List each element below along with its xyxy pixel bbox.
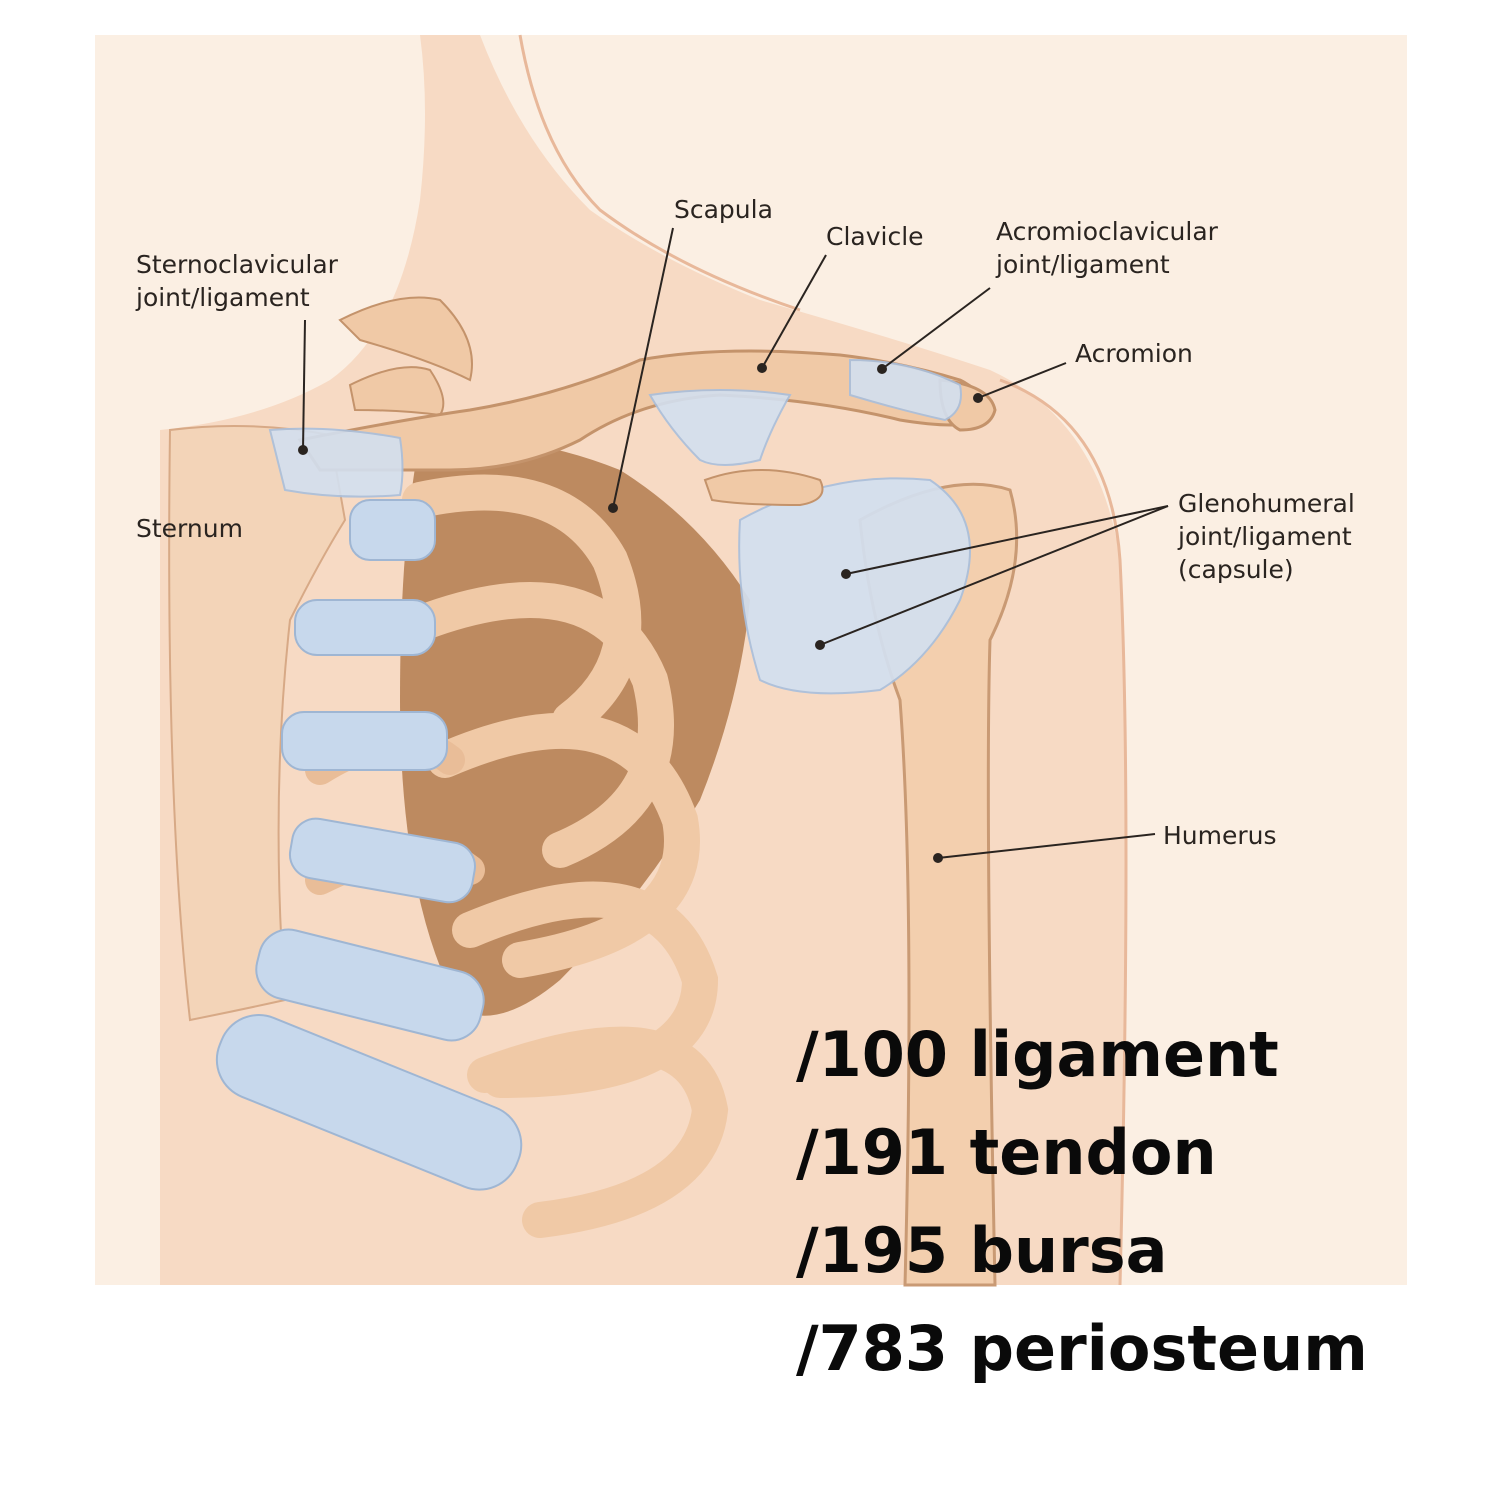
- glenohumeral-capsule: [738, 477, 971, 695]
- code-tendon: /191 tendon: [796, 1116, 1217, 1189]
- label-acromion: Acromion: [1075, 339, 1193, 368]
- arm-outline: [999, 378, 1128, 1286]
- label-glenohumeral-line-1: Glenohumeral: [1178, 489, 1355, 518]
- upper-rib-stubs: [338, 296, 473, 417]
- label-glenohumeral-line-3: (capsule): [1178, 555, 1294, 584]
- label-sternoclavicular: Sternoclavicular joint/ligament: [136, 248, 338, 314]
- code-periosteum: /783 periosteum: [796, 1312, 1368, 1385]
- label-glenohumeral: Glenohumeral joint/ligament (capsule): [1178, 487, 1355, 586]
- label-sternum: Sternum: [136, 514, 243, 543]
- costal-cartilages: [215, 499, 523, 1191]
- coracoid-process: [703, 469, 824, 507]
- neck-outline: [518, 34, 801, 312]
- label-sternoclavicular-line-2: joint/ligament: [136, 283, 310, 312]
- acromioclavicular-ligament: [849, 358, 962, 422]
- label-glenohumeral-line-2: joint/ligament: [1178, 522, 1352, 551]
- code-bursa: /195 bursa: [796, 1214, 1168, 1287]
- label-scapula: Scapula: [674, 195, 773, 224]
- label-acromioclavicular-line-2: joint/ligament: [996, 250, 1170, 279]
- humerus-bone: [858, 482, 1019, 1287]
- leader-lines: [298, 227, 1169, 863]
- code-ligament: /100 ligament: [796, 1018, 1279, 1091]
- label-sternoclavicular-line-1: Sternoclavicular: [136, 250, 338, 279]
- label-acromioclavicular-line-1: Acromioclavicular: [996, 217, 1218, 246]
- sternoclavicular-ligament: [268, 427, 404, 498]
- label-acromioclavicular: Acromioclavicular joint/ligament: [996, 215, 1218, 281]
- coracoclavicular-ligament: [648, 389, 792, 466]
- label-humerus: Humerus: [1163, 821, 1277, 850]
- label-clavicle: Clavicle: [826, 222, 924, 251]
